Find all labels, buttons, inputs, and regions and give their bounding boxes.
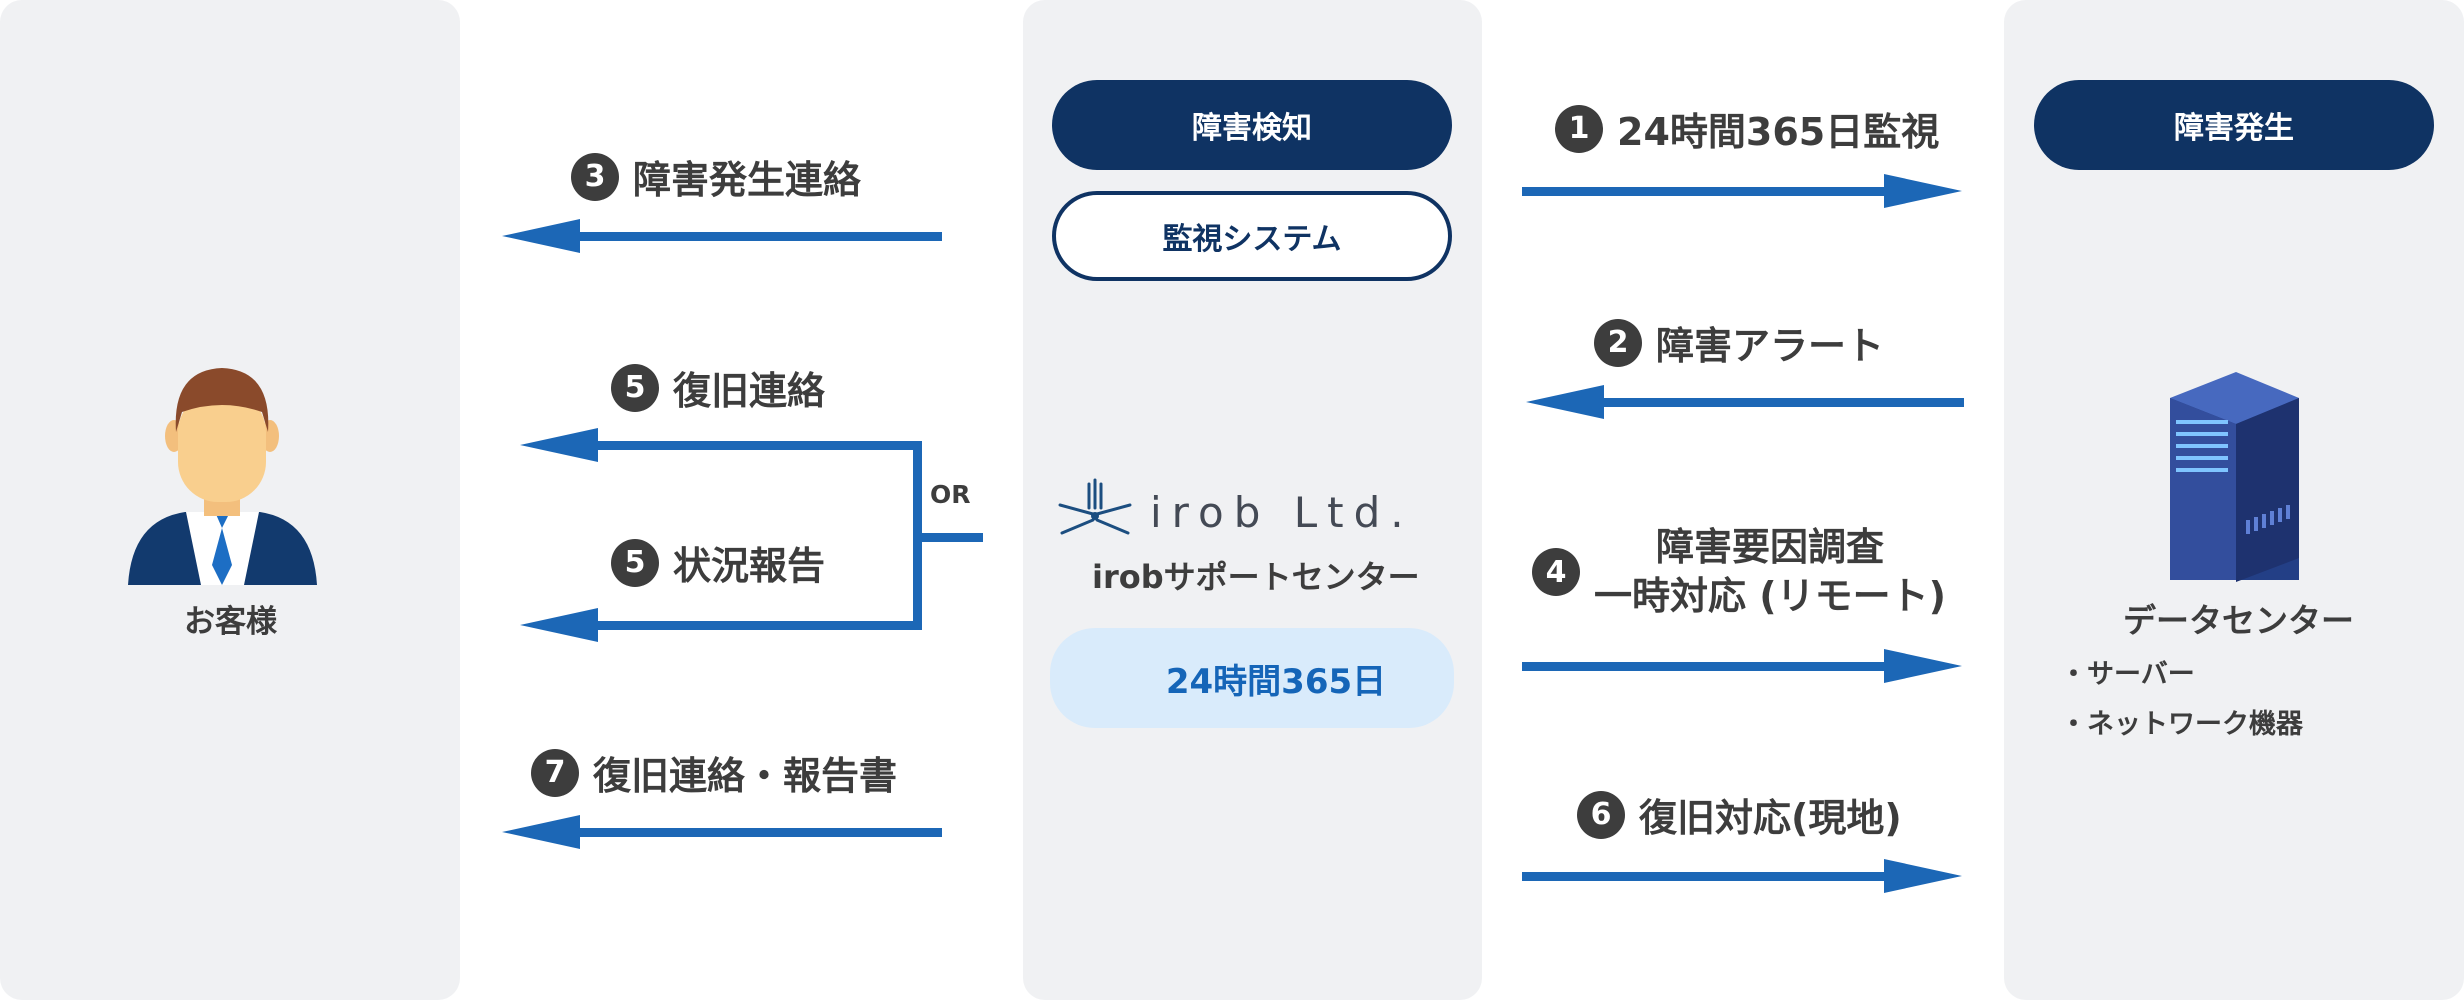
step-7: 7 復旧連絡・報告書	[531, 745, 897, 800]
hours-label: 24時間365日	[1165, 661, 1387, 702]
step-1-label: 24時間365日監視	[1617, 110, 1940, 154]
arrow-step-6	[1522, 859, 1962, 893]
hours-badge: 24時間365日	[1050, 628, 1454, 728]
step-5-status: 5 状況報告	[611, 535, 825, 590]
step-3: 3 障害発生連絡	[571, 149, 861, 204]
irob-logo-text: irob Ltd.	[1150, 488, 1414, 537]
step-6: 6 復旧対応(現地)	[1577, 787, 1902, 842]
step-5a-label: 復旧連絡	[673, 369, 826, 413]
step-4: 4 障害要因調査 一時対応 (リモート)	[1532, 523, 1946, 622]
step-3-number: 3	[571, 152, 619, 201]
step-7-label: 復旧連絡・報告書	[593, 754, 898, 798]
or-label: OR	[930, 480, 971, 509]
customer-person-icon	[128, 368, 317, 585]
datacenter-item-server: ・サーバー	[2060, 659, 2195, 690]
step-5b-number: 5	[611, 538, 659, 587]
irob-logo-mark-icon	[1058, 478, 1132, 535]
step-4-number: 4	[1532, 548, 1580, 597]
step-6-number: 6	[1577, 790, 1625, 839]
server-icon	[2170, 372, 2299, 582]
step-2: 2 障害アラート	[1594, 315, 1884, 370]
arrow-step-7	[502, 815, 942, 849]
step-5-recovery: 5 復旧連絡	[611, 360, 825, 415]
support-center-name: irobサポートセンター	[1092, 558, 1420, 596]
step-1: 1 24時間365日監視	[1555, 101, 1939, 156]
step-2-label: 障害アラート	[1656, 324, 1885, 368]
step-4-line2: 一時対応 (リモート)	[1594, 574, 1946, 619]
arrow-step-4	[1522, 649, 1962, 683]
detection-pill: 障害検知	[1052, 80, 1452, 170]
customer-label: お客様	[184, 604, 277, 640]
step-3-label: 障害発生連絡	[633, 158, 862, 202]
incident-pill: 障害発生	[2034, 80, 2434, 170]
arrow-step-3	[502, 219, 942, 253]
arrow-step-1	[1522, 174, 1962, 208]
datacenter-item-network: ・ネットワーク機器	[2060, 709, 2303, 740]
arrow-step-2	[1526, 385, 1964, 419]
step-5b-label: 状況報告	[673, 544, 826, 588]
datacenter-name: データセンター	[2123, 601, 2354, 640]
step-7-number: 7	[531, 748, 579, 797]
arrow-step-5-bracket	[520, 428, 983, 642]
step-5a-number: 5	[611, 363, 659, 412]
step-4-line1: 障害要因調査	[1655, 525, 1884, 569]
step-1-number: 1	[1555, 104, 1603, 153]
step-6-label: 復旧対応(現地)	[1639, 796, 1902, 840]
monitoring-system-pill: 監視システム	[1052, 191, 1452, 281]
step-2-number: 2	[1594, 318, 1642, 367]
